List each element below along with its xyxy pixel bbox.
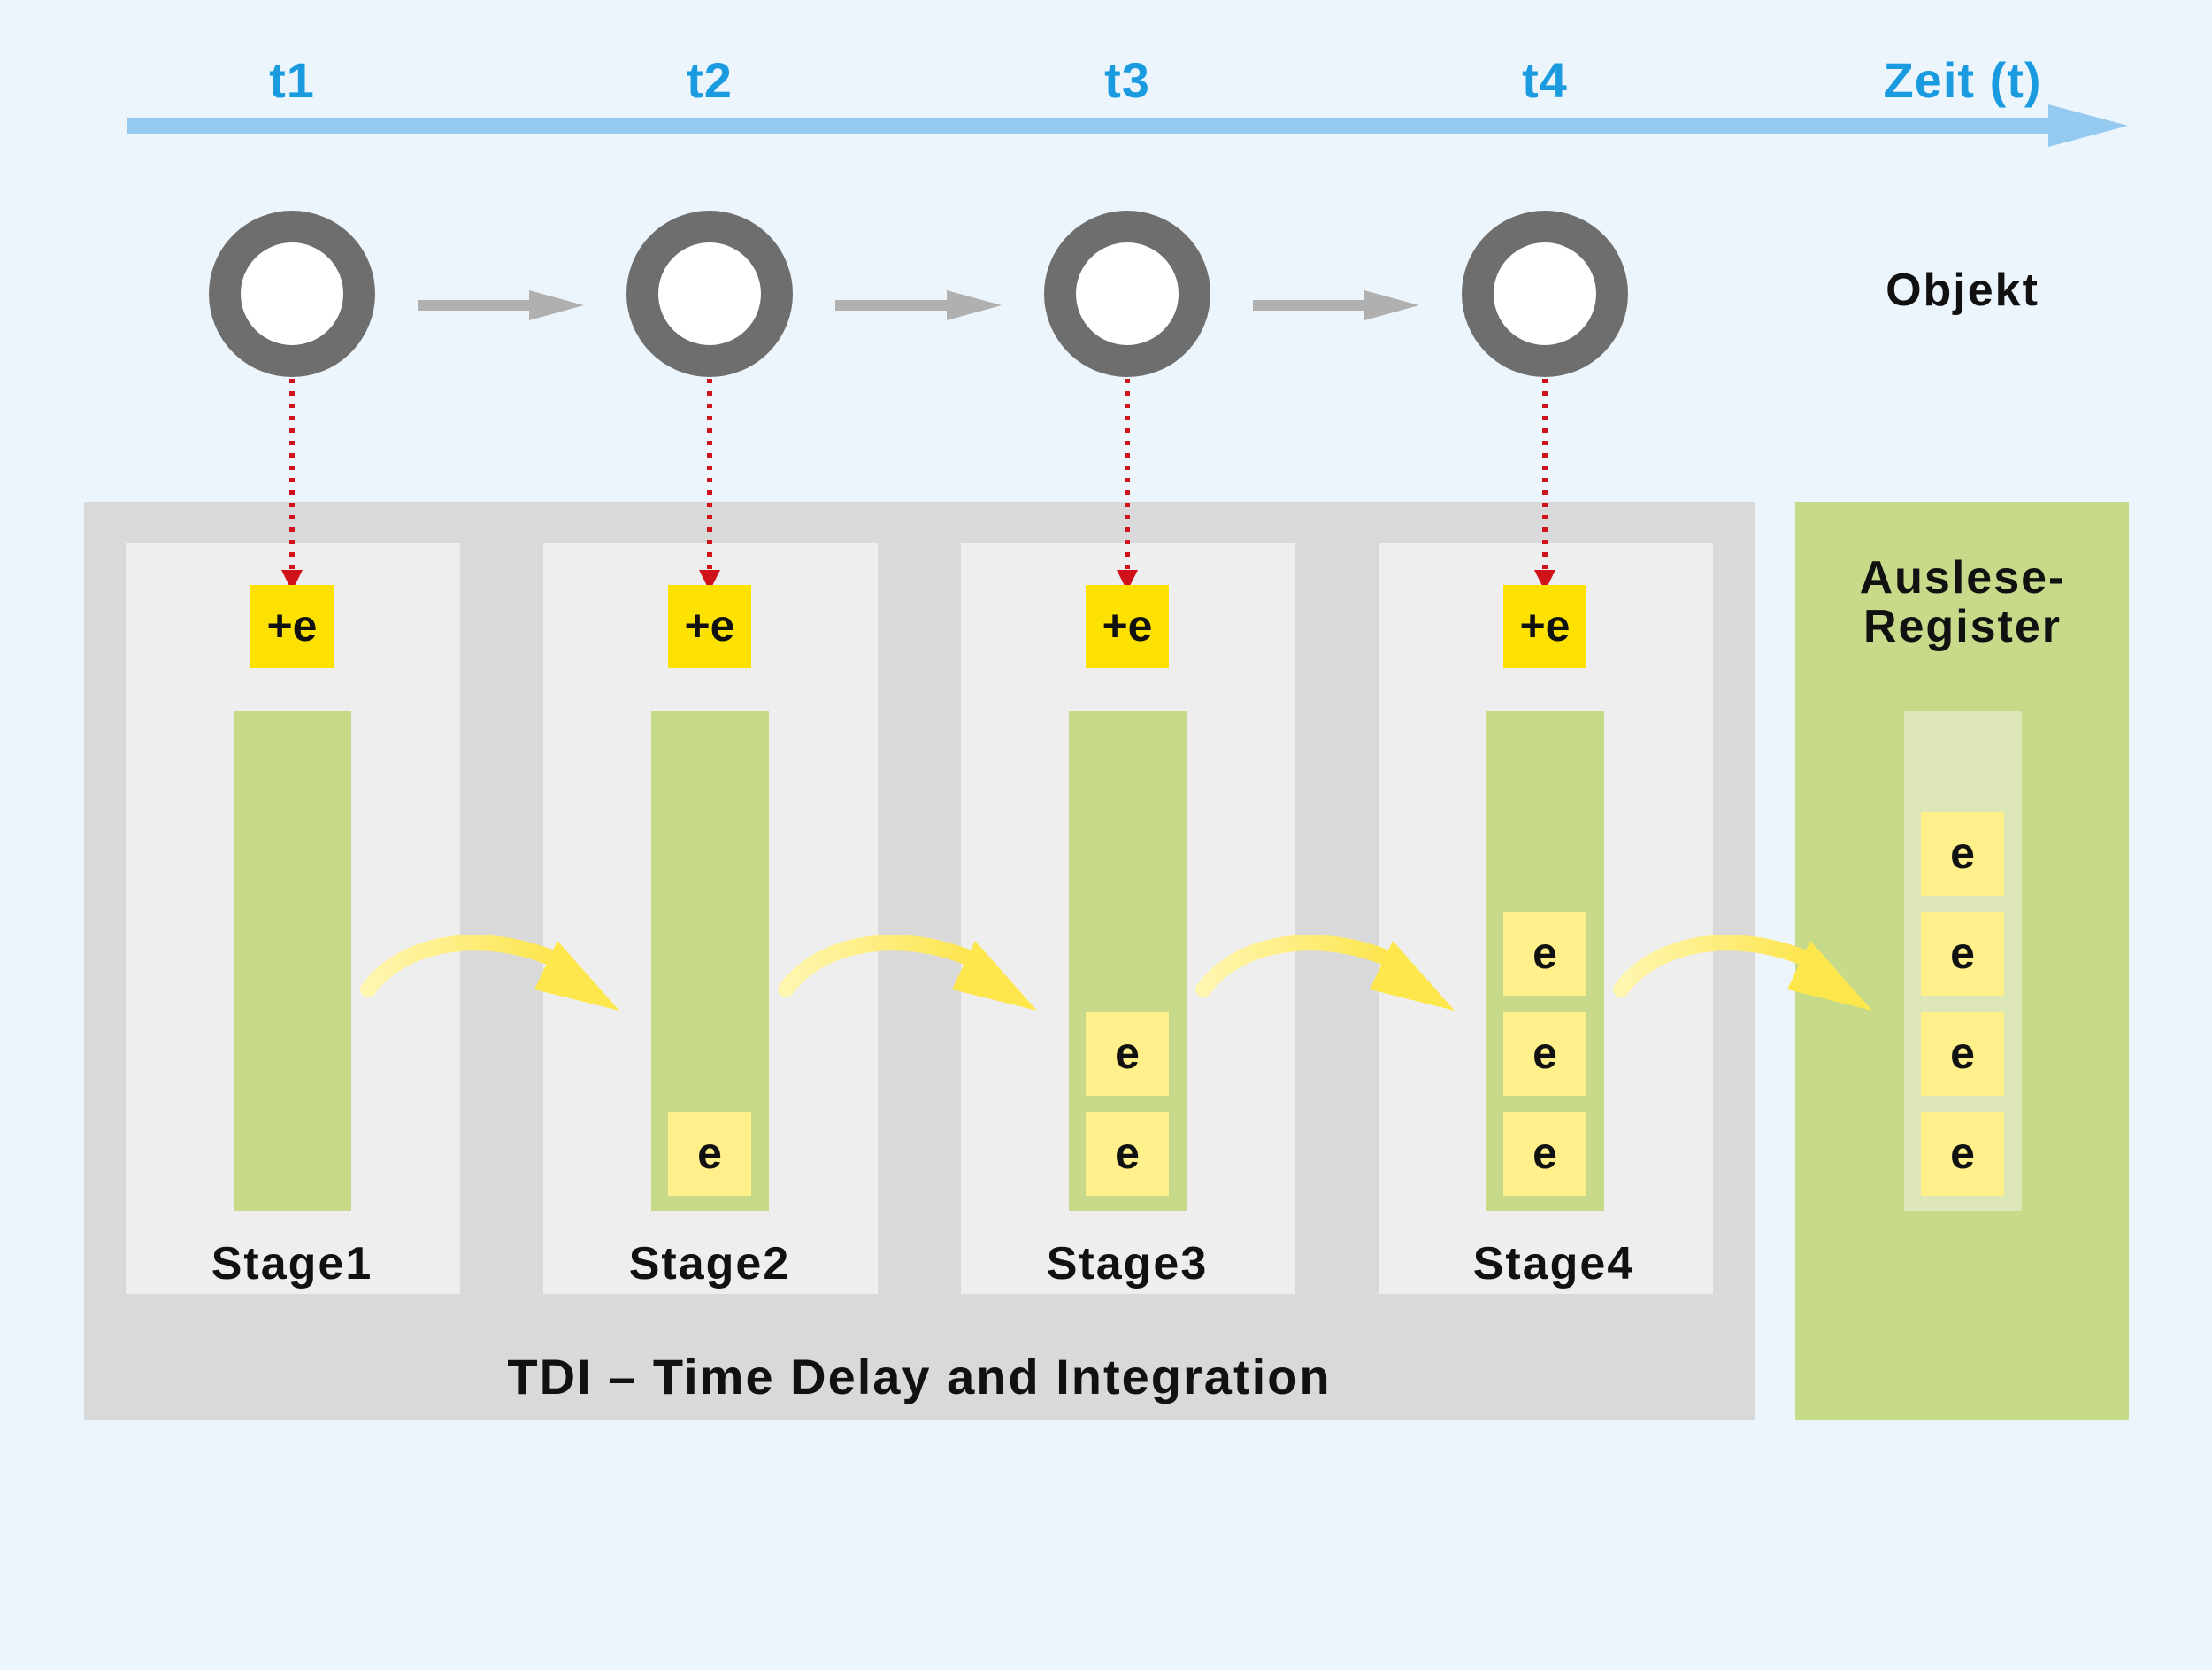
transfer-arrow-head-4 [1787,941,1872,1011]
motion-arrow-head-2 [947,290,1002,320]
stage4-charge-label: e [1532,1028,1557,1078]
projection-lines [281,379,1555,591]
stage-label-4: Stage4 [1473,1238,1635,1289]
stage3-charge-cell [1086,1012,1169,1096]
stage4-charge-label: e [1532,928,1557,978]
stage4-charge-label: e [1532,1128,1557,1178]
stage3-charge-label: e [1115,1028,1140,1078]
motion-arrow-shaft-3 [1253,300,1368,311]
register-charge-cell [1921,1012,2004,1096]
transfer-arrow-curve-1 [360,935,574,997]
register-charge-label: e [1950,828,1975,878]
projection-arrowhead-4 [1534,570,1555,591]
stage3-charge-label: e [1115,1128,1140,1178]
stage4-charge-cell [1503,1112,1586,1196]
time-label-t1: t1 [269,52,315,108]
stage-input-label-2: +e [684,601,734,650]
time-axis-label: Zeit (t) [1883,52,2041,108]
register-charge-cell [1921,912,2004,996]
stage-input-box-3 [1086,585,1169,668]
time-label-t4: t4 [1522,52,1568,108]
transfer-arrow-curve-3 [1195,935,1409,997]
stage-column-1 [234,711,351,1211]
transfer-arrow-curve-2 [778,935,992,997]
projection-arrowhead-1 [281,570,303,591]
register-charge-cell [1921,1112,2004,1196]
stage-input-label-1: +e [266,601,317,650]
object-ring-4 [1462,211,1628,377]
object-ring-1 [209,211,375,377]
timeline: t1 t2 t3 t4 Zeit (t) [127,52,2128,147]
timeline-arrowhead [2048,104,2128,147]
transfer-arrow-head-1 [534,941,619,1011]
transfer-arrow-head-3 [1370,941,1455,1011]
stage-label-3: Stage3 [1047,1238,1209,1289]
stage-input-box-4 [1503,585,1586,668]
object-ring-2 [626,211,793,377]
stage-label-1: Stage1 [211,1238,373,1289]
register-label-line1: Auslese- [1860,552,2066,604]
stage-input-label-4: +e [1519,601,1570,650]
stage-label-2: Stage2 [629,1238,791,1289]
stage-input-label-3: +e [1102,601,1152,650]
stage4-charge-cell [1503,912,1586,996]
register-label-line2: Register [1863,601,2062,652]
stage-input-box-2 [668,585,751,668]
motion-arrow-head-1 [529,290,584,320]
register-charge-label: e [1950,1028,1975,1078]
time-label-t2: t2 [687,52,733,108]
motion-arrow-head-3 [1364,290,1419,320]
tdi-title: TDI – Time Delay and Integration [507,1349,1331,1404]
projection-arrowhead-3 [1117,570,1138,591]
charge-transfer-arrows [360,935,1872,1011]
register-charge-label: e [1950,1128,1975,1178]
time-label-t3: t3 [1104,52,1150,108]
stage-inputs: +e +e +e +e [250,585,1586,668]
transfer-arrow-head-2 [952,941,1037,1011]
motion-arrow-shaft-2 [835,300,950,311]
stage3-charge-cell [1086,1112,1169,1196]
object-motion-arrows [418,290,1419,320]
stage2-charge-cell [668,1112,751,1196]
object-ring-3 [1044,211,1210,377]
stage2-charge-label: e [697,1128,722,1178]
projection-arrowhead-2 [699,570,720,591]
motion-arrow-shaft-1 [418,300,533,311]
register-charge-label: e [1950,928,1975,978]
objects: Objekt [209,211,2039,377]
register-charge-cell [1921,812,2004,896]
transfer-arrow-curve-4 [1613,935,1827,997]
stage4-charge-cell [1503,1012,1586,1096]
timeline-bar [127,118,2073,134]
object-label: Objekt [1886,265,2039,316]
stage-input-box-1 [250,585,334,668]
